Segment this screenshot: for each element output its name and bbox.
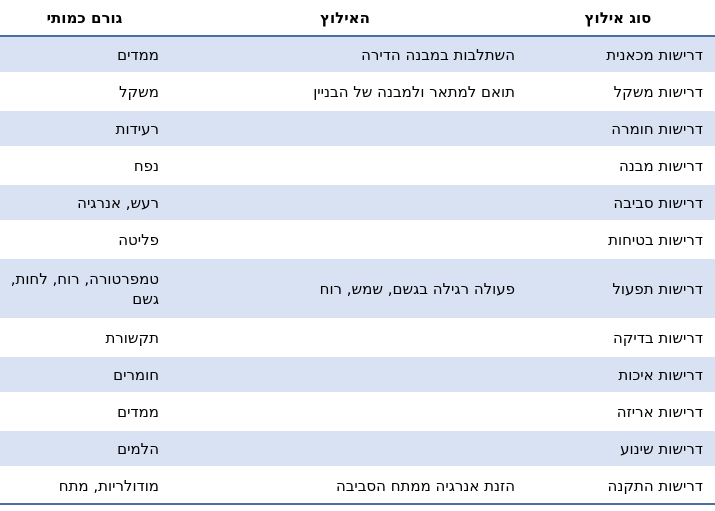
cell-constraint (169, 430, 521, 468)
table-row: דרישות אריזה ממדים (0, 393, 715, 431)
cell-constraint-type: דרישות בדיקה (521, 319, 715, 357)
table-row: דרישות איכות חומרים (0, 356, 715, 394)
cell-constraint-type: דרישות בטיחות (521, 221, 715, 259)
cell-constraint: השתלבות במבנה הדירה (169, 36, 521, 74)
table-row: דרישות בדיקה תקשורת (0, 319, 715, 357)
table-header: סוג אילוץ האילוץ גורם כמותי (0, 0, 715, 37)
cell-quantitative-factor: רעש, אנרגיה (0, 184, 169, 222)
cell-quantitative-factor: פליטה (0, 221, 169, 259)
cell-quantitative-factor: רעידות (0, 110, 169, 148)
cell-constraint (169, 110, 521, 148)
table-row: דרישות חומרה רעידות (0, 110, 715, 148)
table-row: דרישות מבנה נפח (0, 147, 715, 185)
cell-constraint-type: דרישות סביבה (521, 184, 715, 222)
cell-constraint-type: דרישות מכאנית (521, 36, 715, 74)
cell-quantitative-factor: משקל (0, 73, 169, 111)
cell-quantitative-factor: תקשורת (0, 319, 169, 357)
table-row: דרישות מכאנית השתלבות במבנה הדירה ממדים (0, 36, 715, 74)
table-row: דרישות התקנה הזנת אנרגיה ממתח הסביבה מוד… (0, 467, 715, 505)
cell-quantitative-factor: טמפרטורה, רוח, לחות, גשם (0, 258, 169, 320)
header-constraint: האילוץ (169, 0, 521, 37)
cell-constraint (169, 147, 521, 185)
cell-constraint: הזנת אנרגיה ממתח הסביבה (169, 467, 521, 505)
header-constraint-type: סוג אילוץ (521, 0, 715, 37)
cell-constraint (169, 221, 521, 259)
cell-constraint-type: דרישות מבנה (521, 147, 715, 185)
cell-quantitative-factor: ממדים (0, 36, 169, 74)
cell-constraint (169, 184, 521, 222)
cell-constraint-type: דרישות התקנה (521, 467, 715, 505)
cell-constraint-type: דרישות שינוע (521, 430, 715, 468)
cell-quantitative-factor: ממדים (0, 393, 169, 431)
table-row: דרישות משקל תואם למתאר ולמבנה של הבניין … (0, 73, 715, 111)
cell-quantitative-factor: מודולריות, מתח (0, 467, 169, 505)
cell-constraint-type: דרישות אריזה (521, 393, 715, 431)
table-row: דרישות סביבה רעש, אנרגיה (0, 184, 715, 222)
header-quantitative-factor: גורם כמותי (0, 0, 169, 37)
cell-quantitative-factor: הלמים (0, 430, 169, 468)
table-row: דרישות שינוע הלמים (0, 430, 715, 468)
table-row: דרישות בטיחות פליטה (0, 221, 715, 259)
cell-constraint: פעולה רגילה בגשם, שמש, רוח (169, 258, 521, 320)
cell-constraint (169, 356, 521, 394)
cell-constraint: תואם למתאר ולמבנה של הבניין (169, 73, 521, 111)
cell-constraint-type: דרישות חומרה (521, 110, 715, 148)
cell-constraint-type: דרישות משקל (521, 73, 715, 111)
cell-constraint (169, 319, 521, 357)
cell-quantitative-factor: נפח (0, 147, 169, 185)
table-row: דרישות תפעול פעולה רגילה בגשם, שמש, רוח … (0, 258, 715, 320)
cell-constraint-type: דרישות תפעול (521, 258, 715, 320)
header-row: סוג אילוץ האילוץ גורם כמותי (0, 0, 715, 37)
cell-quantitative-factor: חומרים (0, 356, 169, 394)
cell-constraint-type: דרישות איכות (521, 356, 715, 394)
table-body: דרישות מכאנית השתלבות במבנה הדירה ממדים … (0, 36, 715, 505)
cell-constraint (169, 393, 521, 431)
